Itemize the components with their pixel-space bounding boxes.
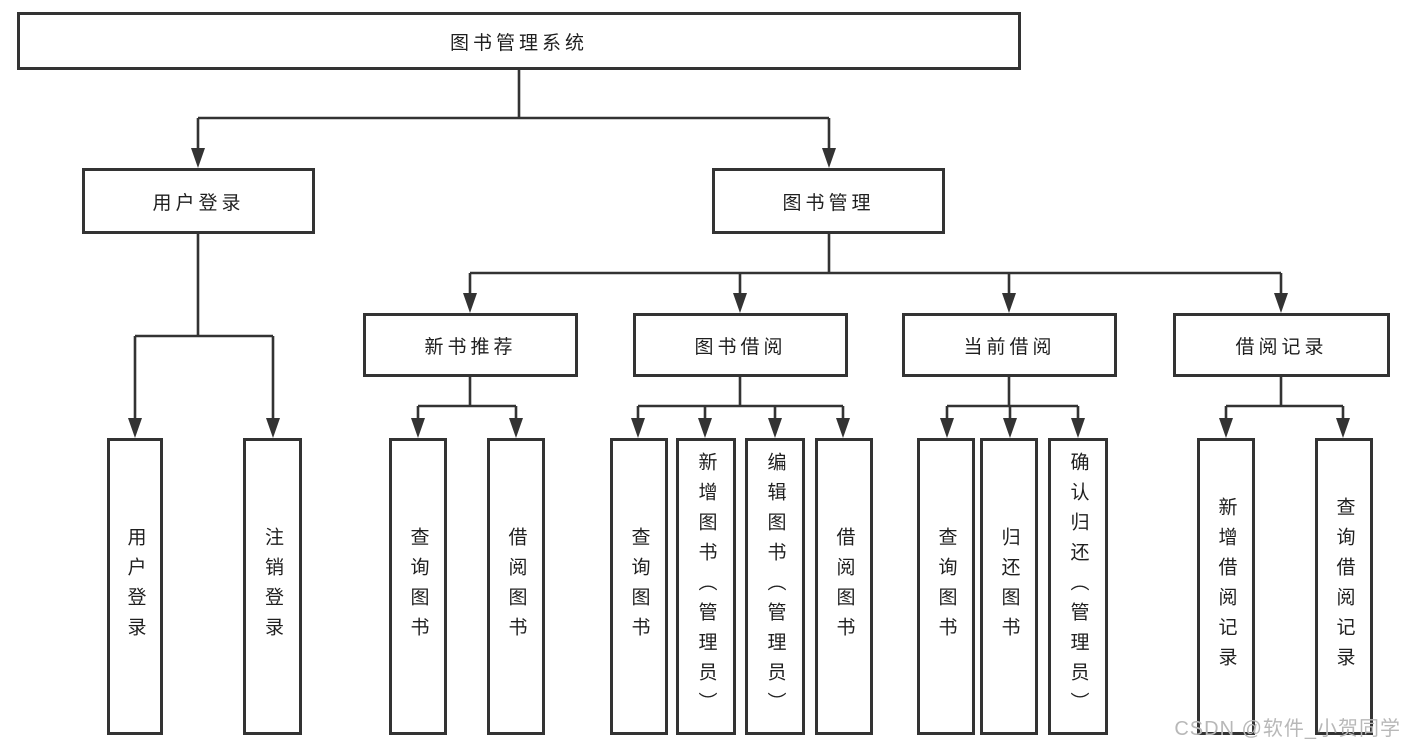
leaf-label: 查询图书 <box>407 526 429 647</box>
leaf-label: 编辑图书（管理员） <box>764 451 786 722</box>
leaf-add-books-admin: 新增图书（管理员） <box>676 438 736 735</box>
leaf-borrow-books: 借阅图书 <box>815 438 873 735</box>
leaf-return-books: 归还图书 <box>980 438 1038 735</box>
leaf-label: 用户登录 <box>124 526 146 647</box>
leaf-label: 注销登录 <box>262 526 283 647</box>
leaf-label: 归还图书 <box>998 526 1020 647</box>
node-book-management: 图书管理 <box>712 168 945 234</box>
leaf-label: 新增借阅记录 <box>1215 496 1237 677</box>
node-current-borrowing: 当前借阅 <box>902 313 1117 377</box>
tree-branch-lines <box>133 70 1345 420</box>
node-new-book-recommend: 新书推荐 <box>363 313 578 377</box>
csdn-watermark: CSDN @软件_小贺同学 <box>1174 718 1401 740</box>
leaf-label: 新增图书（管理员） <box>695 451 717 722</box>
leaf-user-login: 用户登录 <box>107 438 163 735</box>
leaf-label: 借阅图书 <box>833 526 855 647</box>
leaf-confirm-return-admin: 确认归还（管理员） <box>1048 438 1108 735</box>
node-book-borrowing: 图书借阅 <box>633 313 848 377</box>
leaf-add-borrow-record: 新增借阅记录 <box>1197 438 1255 735</box>
leaf-logout: 注销登录 <box>243 438 302 735</box>
arrowheads <box>128 148 1350 438</box>
leaf-query-borrow-record: 查询借阅记录 <box>1315 438 1373 735</box>
leaf-query-books: 查询图书 <box>917 438 975 735</box>
leaf-label: 查询借阅记录 <box>1333 496 1355 677</box>
leaf-label: 查询图书 <box>628 526 650 647</box>
node-root-library-system: 图书管理系统 <box>17 12 1021 70</box>
leaf-query-books: 查询图书 <box>389 438 447 735</box>
leaf-label: 确认归还（管理员） <box>1067 451 1089 722</box>
leaf-label: 查询图书 <box>935 526 957 647</box>
leaf-borrow-books: 借阅图书 <box>487 438 545 735</box>
node-user-login: 用户登录 <box>82 168 315 234</box>
leaf-label: 借阅图书 <box>505 526 527 647</box>
node-borrowing-records: 借阅记录 <box>1173 313 1390 377</box>
leaf-query-books: 查询图书 <box>610 438 668 735</box>
leaf-edit-books-admin: 编辑图书（管理员） <box>745 438 805 735</box>
